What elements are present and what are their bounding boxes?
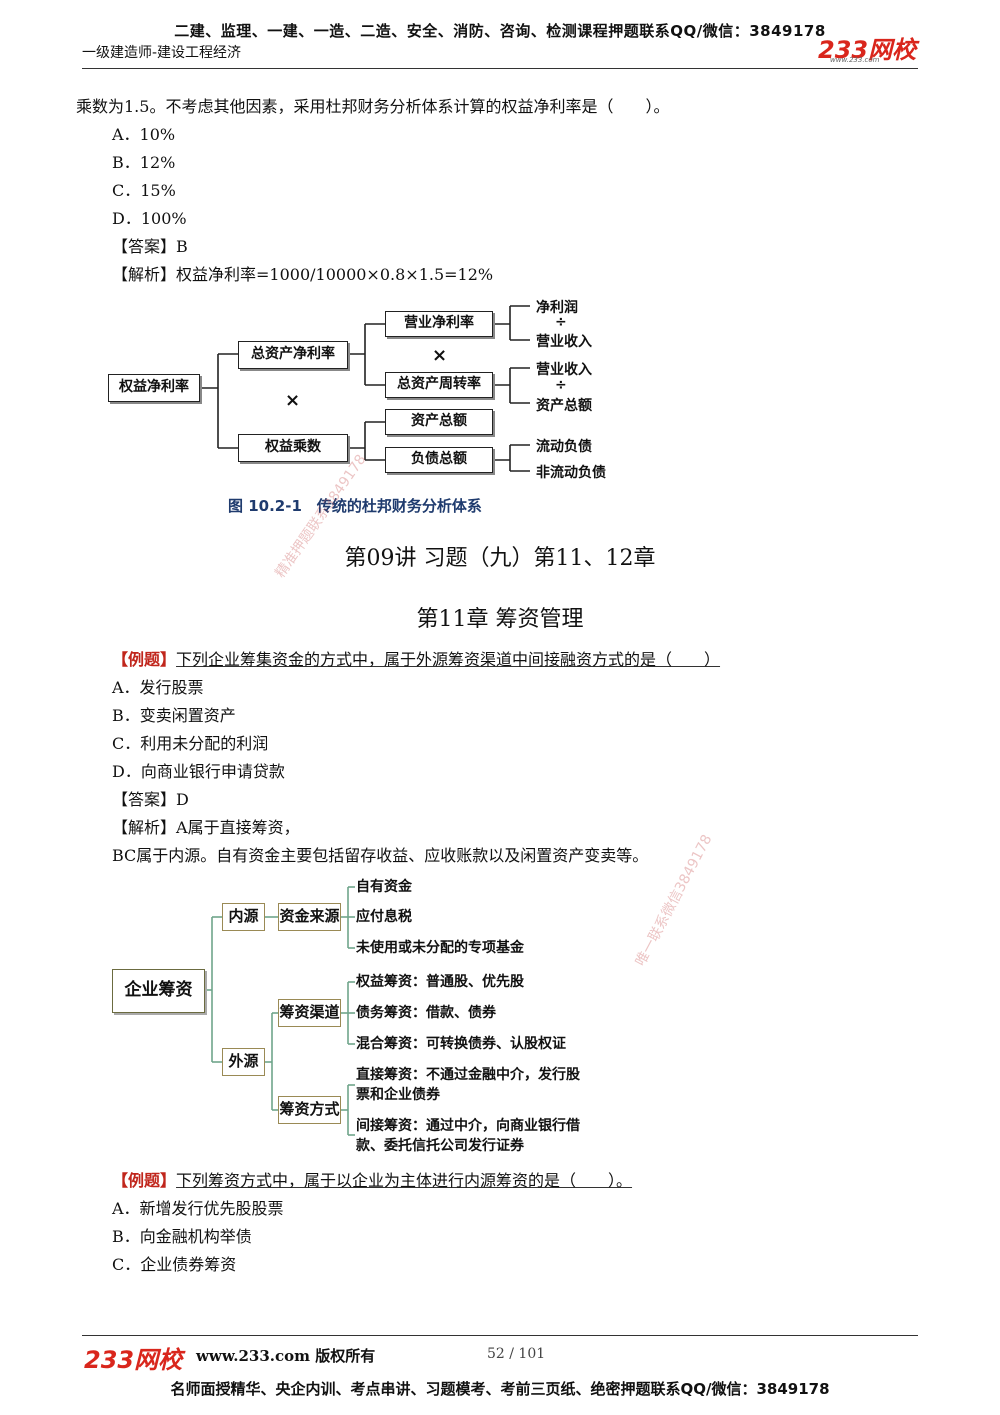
q2-option-c: C．利用未分配的利润 — [112, 734, 269, 753]
q1-answer: 【答案】B — [112, 237, 188, 256]
q3-stem-text: 下列筹资方式中，属于以企业为主体进行内源筹资的是（ ）。 — [176, 1171, 633, 1190]
q3-option-b: B．向金融机构举债 — [112, 1227, 252, 1246]
finance-indirect-2: 款、委托信托公司发行证券 — [356, 1138, 524, 1154]
finance-tree-connectors — [205, 886, 355, 1136]
footer-logo: 233网校 — [84, 1346, 183, 1374]
q1-analysis-tag: 【解析】 — [112, 265, 177, 284]
dupont-revenue-2: 营业收入 — [536, 362, 592, 378]
chapter-title: 第11章 筹资管理 — [416, 607, 584, 632]
q2-option-a: A．发行股票 — [112, 678, 204, 697]
dupont-turnover-box: 总资产周转率 — [385, 372, 493, 398]
q2-option-b: B．变卖闲置资产 — [112, 706, 236, 725]
header-subtitle: 一级建造师-建设工程经济 — [82, 45, 242, 61]
q2-tag: 【例题】 — [112, 650, 177, 669]
q2-analysis-tag: 【解析】 — [112, 818, 177, 837]
finance-channel-item-3: 混合筹资：可转换债券、认股权证 — [356, 1036, 566, 1052]
finance-internal-box: 内源 — [222, 903, 265, 931]
q1-option-b: B．12% — [112, 153, 176, 172]
finance-method-box: 筹资方式 — [278, 1096, 341, 1124]
dupont-div-1: ÷ — [555, 314, 567, 330]
footer-site: www.233.com 版权所有 — [196, 1347, 376, 1365]
q2-answer: 【答案】D — [112, 790, 189, 809]
q1-option-d: D．100% — [112, 209, 187, 228]
q3-option-c: C．企业债券筹资 — [112, 1255, 237, 1274]
lecture-title: 第09讲 习题（九）第11、12章 — [344, 546, 656, 571]
q3-option-a: A．新增发行优先股股票 — [112, 1199, 284, 1218]
q1-analysis-text: 权益净利率=1000/10000×0.8×1.5=12% — [176, 265, 494, 284]
dupont-net-margin-box: 营业净利率 — [385, 311, 493, 337]
dupont-caption: 图 10.2-1 传统的杜邦财务分析体系 — [228, 497, 482, 515]
finance-root-box: 企业筹资 — [112, 969, 205, 1013]
header-logo: 233网校 — [818, 36, 917, 64]
dupont-equity-mult-box: 权益乘数 — [238, 434, 348, 462]
dupont-connectors — [200, 305, 530, 472]
dupont-roa-box: 总资产净利率 — [238, 341, 348, 369]
finance-fund-item-3: 未使用或未分配的专项基金 — [356, 940, 524, 956]
q2-analysis-text: A属于直接筹资， — [176, 818, 300, 837]
q2-stem: 【例题】下列企业筹集资金的方式中，属于外源筹资渠道中间接融资方式的是（ ） — [112, 650, 720, 670]
q2-stem-text: 下列企业筹集资金的方式中，属于外源筹资渠道中间接融资方式的是（ ） — [176, 650, 721, 669]
dupont-times-1: × — [285, 390, 301, 411]
dupont-revenue-1: 营业收入 — [536, 334, 592, 350]
finance-direct-2: 票和企业债券 — [356, 1087, 440, 1103]
q1-option-c: C．15% — [112, 181, 176, 200]
dupont-root-box: 权益净利率 — [108, 374, 200, 402]
header-ad-line: 二建、监理、一建、一造、二造、安全、消防、咨询、检测课程押题联系QQ/微信：38… — [174, 22, 826, 40]
q1-option-a: A．10% — [112, 125, 176, 144]
dupont-div-2: ÷ — [555, 377, 567, 393]
footer-ad-line: 名师面授精华、央企内训、考点串讲、习题模考、考前三页纸、绝密押题联系QQ/微信：… — [170, 1380, 830, 1398]
footer-divider — [82, 1335, 918, 1336]
dupont-noncur-liab: 非流动负债 — [536, 465, 606, 481]
dupont-times-2: × — [432, 345, 448, 366]
q3-stem: 【例题】下列筹资方式中，属于以企业为主体进行内源筹资的是（ ）。 — [112, 1171, 632, 1191]
dupont-assets-total: 资产总额 — [536, 398, 592, 414]
finance-channel-item-1: 权益筹资：普通股、优先股 — [356, 974, 524, 990]
header-logo-url: www.233.com — [830, 56, 880, 64]
finance-direct-1: 直接筹资：不通过金融中介，发行股 — [356, 1067, 580, 1083]
dupont-total-liab-box: 负债总额 — [385, 447, 493, 473]
q2-analysis-line2: BC属于内源。自有资金主要包括留存收益、应收账款以及闲置资产变卖等。 — [112, 846, 649, 865]
dupont-net-profit: 净利润 — [536, 300, 578, 316]
q3-tag: 【例题】 — [112, 1171, 177, 1190]
finance-fund-item-2: 应付息税 — [356, 909, 412, 925]
finance-indirect-1: 间接筹资：通过中介，向商业银行借 — [356, 1118, 580, 1134]
dupont-cur-liab: 流动负债 — [536, 439, 592, 455]
q2-option-d: D．向商业银行申请贷款 — [112, 762, 285, 781]
finance-fund-source-box: 资金来源 — [278, 903, 341, 931]
footer-page-number: 52 / 101 — [487, 1346, 546, 1362]
finance-channel-item-2: 债务筹资：借款、债券 — [356, 1005, 496, 1021]
finance-external-box: 外源 — [222, 1048, 265, 1076]
q2-analysis: 【解析】A属于直接筹资， — [112, 818, 300, 838]
header-divider — [82, 68, 918, 69]
dupont-total-assets-box: 资产总额 — [385, 409, 493, 435]
q1-stem: 乘数为1.5。不考虑其他因素，采用杜邦财务分析体系计算的权益净利率是（ ）。 — [76, 97, 670, 116]
finance-fund-item-1: 自有资金 — [356, 879, 412, 895]
q1-analysis: 【解析】权益净利率=1000/10000×0.8×1.5=12% — [112, 265, 493, 285]
finance-channel-box: 筹资渠道 — [278, 999, 341, 1027]
